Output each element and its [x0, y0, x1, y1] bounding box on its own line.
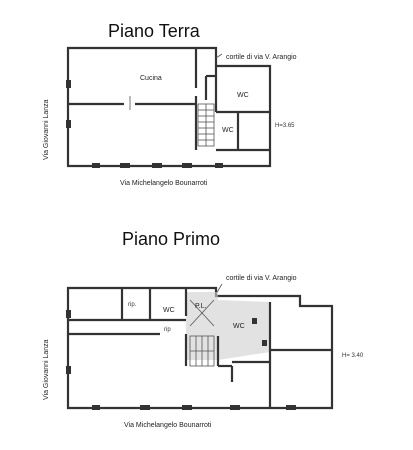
ground-floor-title: Piano Terra [108, 21, 201, 41]
ground-window-piers [66, 80, 223, 168]
first-landing-area [186, 292, 270, 360]
ground-courtyard-leader [215, 53, 223, 59]
ground-street-bottom: Via Michelangelo Bounarroti [120, 180, 208, 187]
ground-room-wc-1: WC [237, 92, 249, 99]
ground-height-label: H=3.65 [275, 123, 295, 129]
first-room-wc-1: WC [163, 307, 175, 314]
first-floor-plan: Piano Primo cortile di via V. Arangio [43, 229, 364, 429]
ground-courtyard-label: cortile di via V. Arangio [226, 54, 297, 61]
first-room-wc-2: WC [233, 323, 245, 330]
ground-street-left: Via Giovanni Lanza [43, 99, 50, 160]
first-pillar-1 [252, 318, 257, 324]
ground-room-kitchen: Cucina [140, 75, 162, 82]
ground-outer-wall [66, 46, 272, 168]
first-room-pl: P.L. [195, 303, 207, 310]
first-room-rip-1: rip. [128, 302, 137, 308]
first-floor-title: Piano Primo [122, 229, 220, 249]
first-courtyard-label: cortile di via V. Arangio [226, 275, 297, 282]
first-room-rip-2: rip [164, 327, 171, 333]
first-street-bottom: Via Michelangelo Bounarroti [124, 422, 212, 429]
first-pillar-2 [262, 340, 267, 346]
first-stair [189, 299, 215, 367]
first-street-left: Via Giovanni Lanza [43, 339, 50, 400]
ground-room-wc-2: WC [222, 127, 234, 134]
ground-interior-walls [68, 48, 270, 152]
ground-floor-plan: Piano Terra cortile di via V. Arangio [43, 21, 297, 187]
first-outer-wall [66, 286, 334, 410]
first-height-label: H= 3.40 [342, 353, 364, 359]
first-window-piers [66, 310, 296, 410]
first-interior-walls [68, 288, 332, 408]
ground-stair [197, 103, 215, 147]
